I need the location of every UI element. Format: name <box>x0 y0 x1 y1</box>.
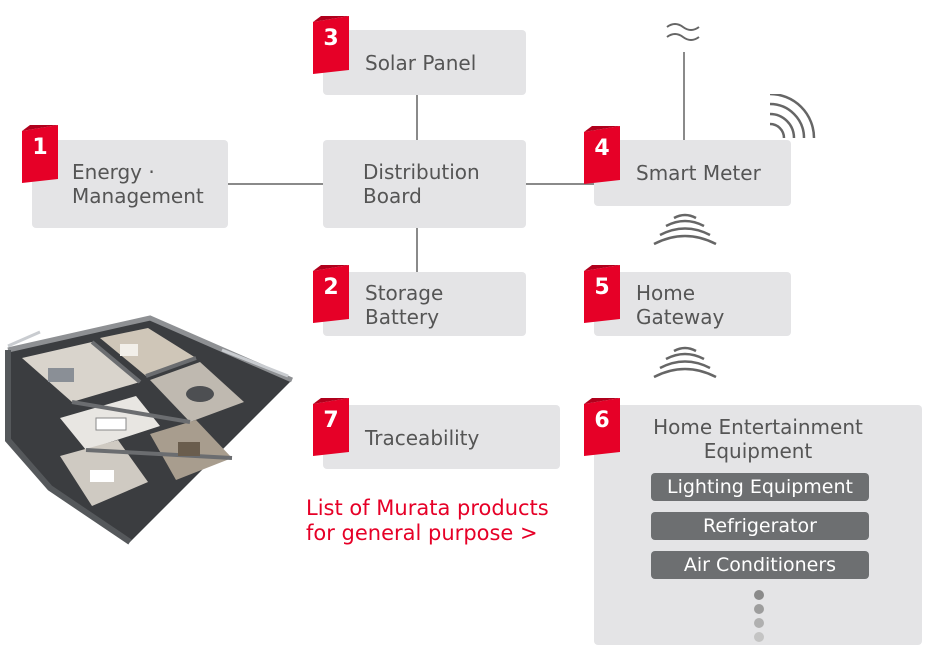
solar-panel-label: Solar Panel <box>365 51 477 75</box>
number-badge-2: 2 <box>313 265 357 323</box>
connector-line <box>228 183 324 185</box>
home-entertainment-label-line2: Equipment <box>703 439 813 463</box>
murata-products-link-line1[interactable]: List of Murata products <box>306 496 549 520</box>
energy-management-label-line1: Energy · <box>72 160 155 184</box>
distribution-board-label-line1: Distribution <box>363 160 480 184</box>
distribution-board-box[interactable]: Distribution Board <box>323 140 526 228</box>
energy-management-label-line2: Management <box>72 184 204 208</box>
badge-number: 1 <box>32 135 48 160</box>
badge-number: 3 <box>323 26 339 51</box>
murata-products-link-line2[interactable]: for general purpose > <box>306 521 538 545</box>
storage-battery-label-line1: Storage <box>365 281 444 305</box>
number-badge-3: 3 <box>313 16 357 74</box>
smart-meter-label: Smart Meter <box>636 161 761 185</box>
home-gateway-box[interactable]: Home Gateway <box>594 272 791 336</box>
refrigerator-item[interactable]: Refrigerator <box>651 512 869 540</box>
badge-number: 2 <box>323 275 339 300</box>
traceability-label: Traceability <box>365 426 480 450</box>
wireless-signal-icon <box>653 213 717 246</box>
more-dot <box>754 618 764 628</box>
distribution-board-label-line2: Board <box>363 184 422 208</box>
badge-number: 7 <box>323 408 339 433</box>
home-gateway-label-line1: Home <box>636 281 696 305</box>
wireless-signal-icon <box>653 346 717 379</box>
number-badge-7: 7 <box>313 398 357 456</box>
more-dot <box>754 604 764 614</box>
number-badge-1: 1 <box>22 125 66 183</box>
connector-line <box>526 183 596 185</box>
murata-products-link[interactable]: List of Murata products for general purp… <box>306 496 549 546</box>
badge-number: 6 <box>594 408 610 433</box>
energy-management-box[interactable]: Energy · Management <box>32 140 228 228</box>
number-badge-5: 5 <box>584 265 628 323</box>
home-entertainment-label-line1: Home Entertainment <box>653 415 863 439</box>
solar-panel-box[interactable]: Solar Panel <box>323 30 526 95</box>
storage-battery-box[interactable]: Storage Battery <box>323 272 526 336</box>
home-gateway-label-line2: Gateway <box>636 305 725 329</box>
number-badge-6: 6 <box>584 398 628 456</box>
home-entertainment-title: Home Entertainment Equipment <box>594 415 922 463</box>
badge-number: 4 <box>594 136 610 161</box>
house-cutaway-image <box>5 315 294 545</box>
connector-line <box>683 52 685 140</box>
badge-number: 5 <box>594 275 610 300</box>
air-conditioners-item[interactable]: Air Conditioners <box>651 551 869 579</box>
smart-meter-box[interactable]: Smart Meter <box>594 140 791 206</box>
home-entertainment-box[interactable]: Home Entertainment Equipment Lighting Eq… <box>594 405 922 645</box>
more-dot <box>754 590 764 600</box>
traceability-box[interactable]: Traceability <box>323 405 560 469</box>
storage-battery-label-line2: Battery <box>365 305 440 329</box>
connector-line <box>416 227 418 273</box>
wireless-signal-icon <box>769 94 816 139</box>
lighting-equipment-item[interactable]: Lighting Equipment <box>651 473 869 501</box>
more-dot <box>754 632 764 642</box>
connector-line <box>416 95 418 141</box>
number-badge-4: 4 <box>584 126 628 184</box>
antenna-wave-icon <box>666 23 700 41</box>
